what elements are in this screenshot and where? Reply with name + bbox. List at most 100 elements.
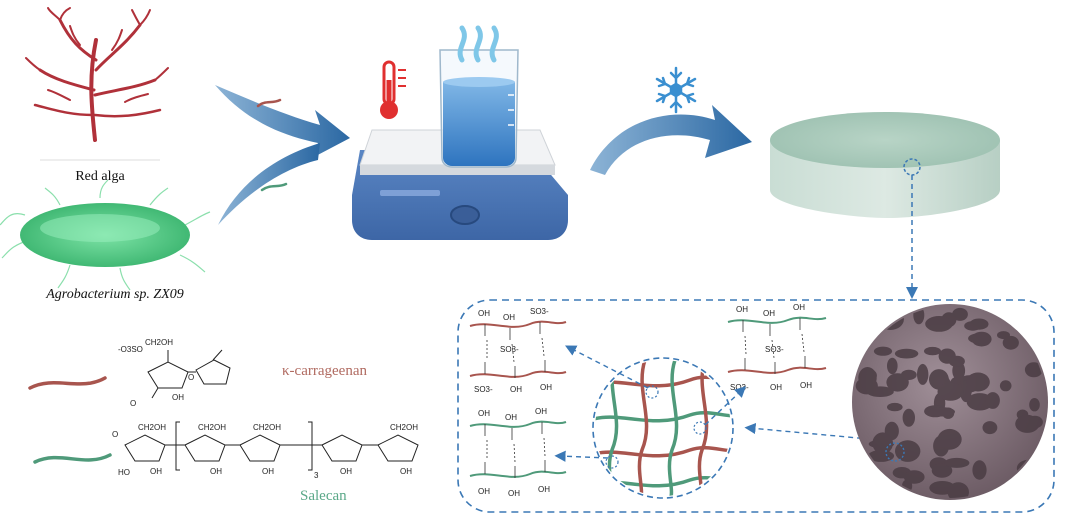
steam-icon [457, 25, 499, 63]
pore [937, 382, 964, 401]
chem-oh: OH [510, 385, 522, 394]
chem-oh: OH [400, 467, 412, 476]
chem-oh: OH [150, 467, 162, 476]
pore [858, 367, 877, 389]
pore [1012, 473, 1030, 495]
chem-oh: OH [793, 303, 805, 312]
pore [873, 346, 893, 356]
chem-oh: OH [770, 383, 782, 392]
chem-oh: OH [503, 313, 515, 322]
bacterium-image [0, 179, 211, 291]
pore [894, 348, 919, 359]
chem-so3: SO3- [530, 307, 549, 316]
pore [947, 482, 969, 498]
chem-oh: OH [505, 413, 517, 422]
chem-oh: OH [172, 393, 184, 402]
chem-o: O [112, 430, 118, 439]
pore [900, 369, 917, 380]
chem-oh: OH [478, 409, 490, 418]
pore [903, 470, 925, 484]
pore [887, 357, 898, 375]
pore [944, 457, 970, 468]
cooling-arrow [590, 105, 752, 175]
pore [1026, 415, 1043, 429]
pore [867, 450, 895, 462]
pore [872, 432, 893, 455]
snowflake-icon [655, 66, 697, 114]
pore [964, 321, 982, 331]
beaker-image [439, 49, 519, 168]
chem-ch2oh: CH2OH [253, 423, 281, 432]
chem-oh: OH [210, 467, 222, 476]
pore [917, 363, 929, 385]
chem-oh: OH [736, 305, 748, 314]
chem-oh: OH [538, 485, 550, 494]
hydrogel-disc [770, 112, 1000, 218]
kappa-carrageenan-label: κ-carrageenan [282, 363, 367, 379]
chem-oh: OH [535, 407, 547, 416]
red-alga-image [25, 7, 169, 142]
pore [968, 333, 991, 344]
chem-oh: OH [340, 467, 352, 476]
pore [1024, 362, 1043, 378]
pore [985, 392, 1000, 409]
pore [937, 428, 962, 450]
carrageenan-strand-icon [256, 98, 282, 108]
merge-arrow [215, 85, 350, 225]
agrobacterium-label: Agrobacterium sp. ZX09 [45, 287, 184, 302]
pore [902, 408, 915, 427]
legend-salecan-strand [33, 453, 112, 464]
pore [972, 460, 987, 480]
pore [1002, 335, 1019, 350]
chem-oh: OH [800, 381, 812, 390]
porous-structure-image [852, 304, 1048, 500]
chem-ch2oh: CH2OH [138, 423, 166, 432]
network-circle [592, 357, 734, 499]
chem-o3so: -O3SO [118, 345, 143, 354]
pore [948, 355, 965, 367]
detail-panel [457, 299, 1055, 513]
chem-oh: OH [508, 489, 520, 498]
repeat-subscript: 3 [314, 471, 319, 480]
chem-so3: SO3- [500, 345, 519, 354]
pore [880, 485, 899, 497]
pore [925, 316, 953, 332]
pore [982, 421, 998, 435]
pore [887, 402, 903, 412]
pointer-arrows [554, 345, 881, 462]
chem-so3: SO3- [730, 383, 749, 392]
pore [883, 312, 895, 321]
chem-o: O [130, 399, 136, 408]
salecan-structure [124, 421, 419, 471]
chem-ch2oh: CH2OH [390, 423, 418, 432]
pore [866, 467, 878, 477]
pore [966, 372, 990, 392]
salecan-label: Salecan [300, 488, 347, 504]
chem-o: O [188, 373, 194, 382]
chem-oh: OH [763, 309, 775, 318]
chem-oh: OH [478, 487, 490, 496]
legend-carrageenan-strand [28, 376, 107, 390]
chem-oh: OH [262, 467, 274, 476]
chem-ch2oh: CH2OH [145, 338, 173, 347]
carrageenan-hbond-schematic: OH OH SO3- SO3- SO3- OH OH [469, 307, 567, 394]
pore [924, 346, 941, 356]
pore [854, 329, 874, 348]
chem-oh: OH [540, 383, 552, 392]
chem-so3: SO3- [765, 345, 784, 354]
red-alga-label: Red alga [75, 169, 125, 184]
salecan-strand-icon [260, 182, 288, 192]
carrageenan-structure [147, 349, 231, 399]
chem-ch2oh: CH2OH [198, 423, 226, 432]
mixed-hbond-schematic: OH OH OH SO3- SO3- OH OH [727, 303, 827, 392]
chem-ho: HO [118, 468, 130, 477]
chem-oh: OH [478, 309, 490, 318]
salecan-hbond-schematic: OH OH OH OH OH OH [469, 407, 567, 498]
thermometer-icon [380, 60, 406, 119]
pore [999, 380, 1012, 392]
pore [1029, 398, 1040, 412]
pore [931, 463, 953, 478]
pore [928, 407, 956, 417]
chem-so3: SO3- [474, 385, 493, 394]
